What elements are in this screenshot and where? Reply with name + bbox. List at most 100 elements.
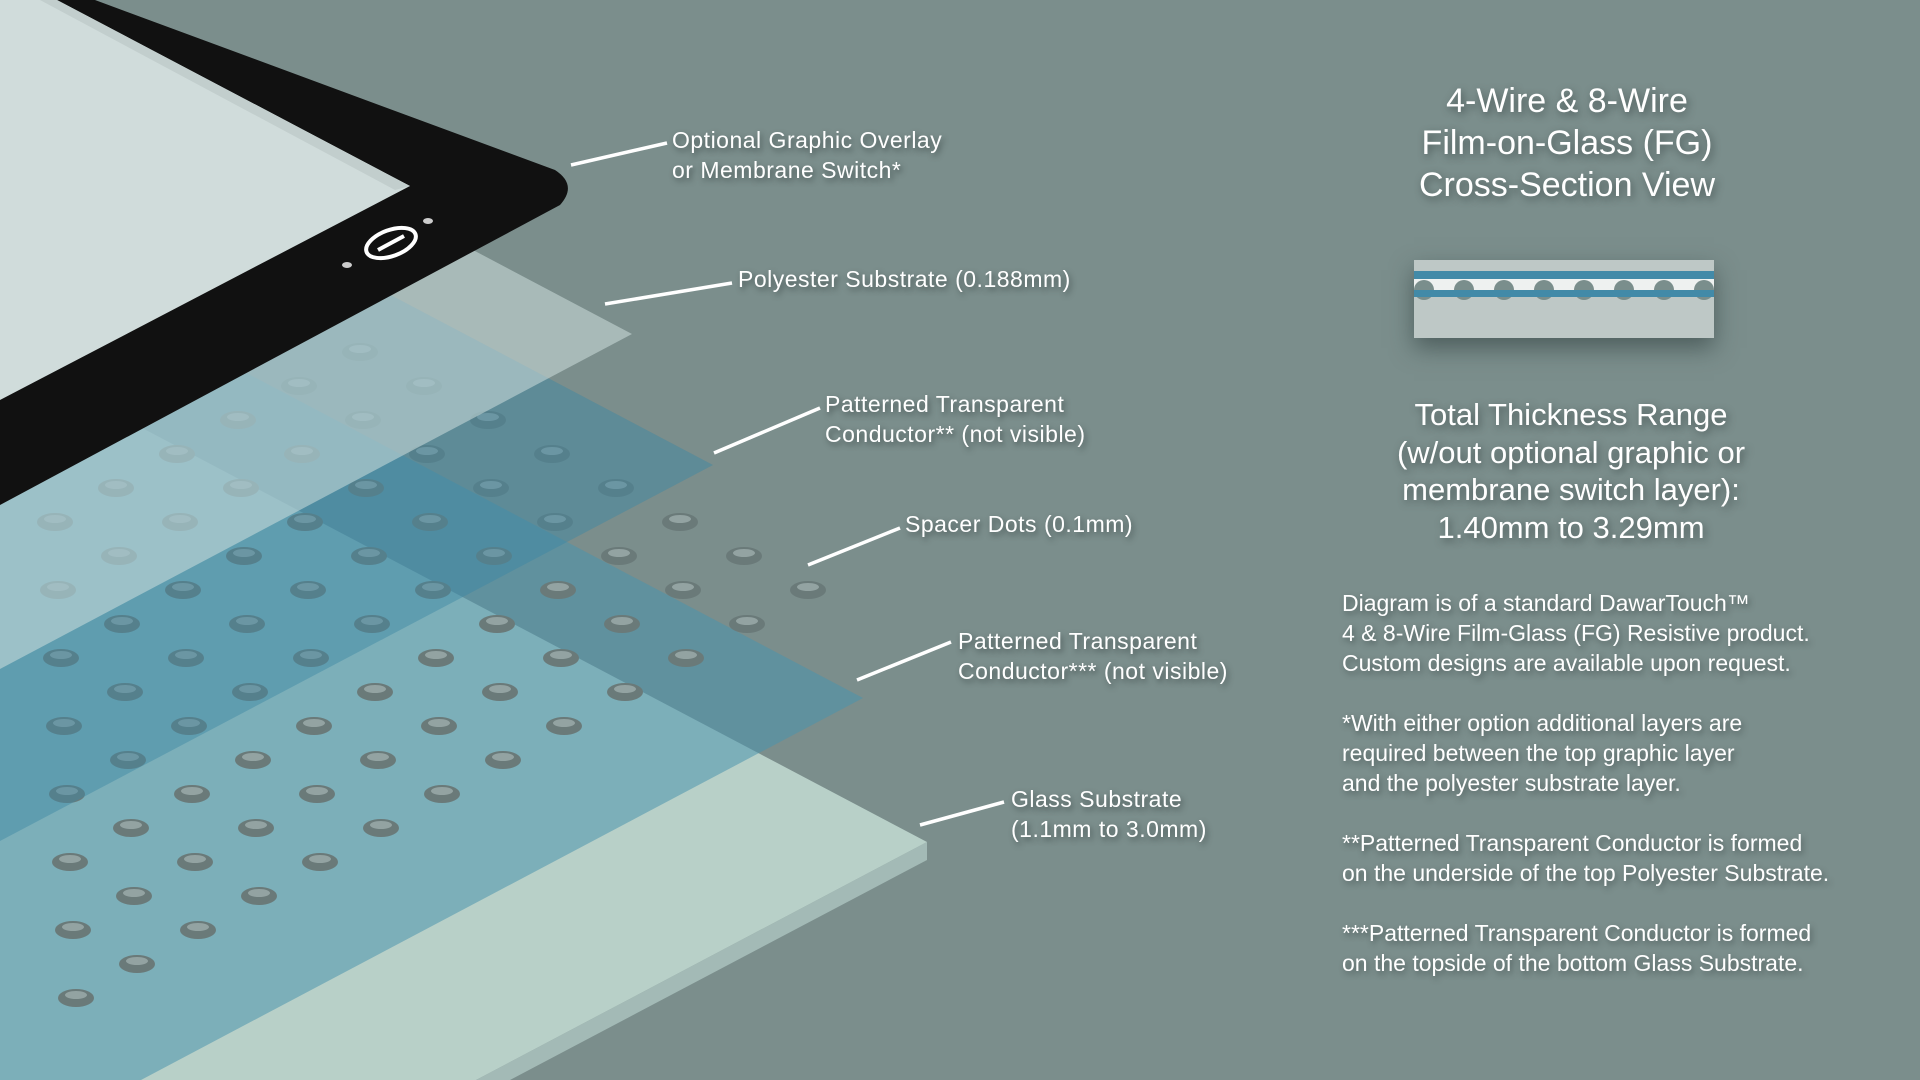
title-line: 4-Wire & 8-Wire xyxy=(1446,82,1688,120)
panel-title: 4-Wire & 8-Wire Film-on-Glass (FG) Cross… xyxy=(1367,80,1767,206)
label-line: Patterned Transparent xyxy=(958,628,1198,654)
spacer-dot-highlight xyxy=(181,787,203,795)
spacer-dot-highlight xyxy=(300,651,322,659)
label-graphic-overlay: Optional Graphic Overlay or Membrane Swi… xyxy=(672,125,942,185)
leader-line xyxy=(856,640,952,682)
cross-section-svg xyxy=(1414,260,1714,338)
leader-line xyxy=(807,526,901,567)
spacer-dot-highlight xyxy=(541,447,563,455)
spacer-dot-highlight xyxy=(431,787,453,795)
spacer-dot-highlight xyxy=(120,821,142,829)
leader-line xyxy=(713,406,821,455)
note-line: **Patterned Transparent Conductor is for… xyxy=(1342,830,1803,856)
spacer-dot-highlight xyxy=(123,889,145,897)
note-single-asterisk: *With either option additional layers ar… xyxy=(1342,708,1902,798)
spacer-dot-highlight xyxy=(367,753,389,761)
label-polyester-substrate: Polyester Substrate (0.188mm) xyxy=(738,266,1071,292)
leader-line xyxy=(604,281,733,306)
spacer-dot-highlight xyxy=(303,719,325,727)
power-button-icon xyxy=(364,225,418,261)
spacer-dot-highlight xyxy=(187,923,209,931)
label-line: Patterned Transparent xyxy=(825,391,1065,417)
spacer-dot-highlight xyxy=(358,549,380,557)
note-line: on the topside of the bottom Glass Subst… xyxy=(1342,950,1804,976)
spacer-dot-highlight xyxy=(425,651,447,659)
spacer-dot-highlight xyxy=(126,957,148,965)
label-spacer-dots: Spacer Dots (0.1mm) xyxy=(905,511,1134,537)
spacer-dot-highlight xyxy=(236,617,258,625)
spacer-dot-highlight xyxy=(419,515,441,523)
note-line: and the polyester substrate layer. xyxy=(1342,770,1681,796)
thickness-line: 1.40mm to 3.29mm xyxy=(1437,509,1705,545)
spacer-dot-highlight xyxy=(248,889,270,897)
title-line: Cross-Section View xyxy=(1418,166,1716,204)
spacer-dot-highlight xyxy=(242,753,264,761)
label-line: Conductor** (not visible) xyxy=(825,421,1086,447)
thickness-line: (w/out optional graphic or xyxy=(1396,434,1746,470)
label-line: or Membrane Switch* xyxy=(672,157,902,183)
label-line: (1.1mm to 3.0mm) xyxy=(1011,816,1207,842)
spacer-dot-highlight xyxy=(483,549,505,557)
spacer-dot-highlight xyxy=(245,821,267,829)
note-line: Diagram is of a standard DawarTouch™ xyxy=(1342,590,1750,616)
spacer-dot-highlight xyxy=(294,515,316,523)
spacer-dot-highlight xyxy=(62,923,84,931)
title-line: Film-on-Glass (FG) xyxy=(1421,124,1713,162)
note-line: *With either option additional layers ar… xyxy=(1342,710,1743,736)
label-bottom-conductor: Patterned Transparent Conductor*** (not … xyxy=(958,626,1228,686)
spacer-dot-highlight xyxy=(175,651,197,659)
spacer-dot-highlight xyxy=(736,617,758,625)
note-description: Diagram is of a standard DawarTouch™ 4 &… xyxy=(1342,588,1902,678)
spacer-dot-highlight xyxy=(550,651,572,659)
note-line: required between the top graphic layer xyxy=(1342,740,1735,766)
spacer-dot-highlight xyxy=(233,549,255,557)
note-double-asterisk: **Patterned Transparent Conductor is for… xyxy=(1342,828,1902,888)
spacer-dot-highlight xyxy=(239,685,261,693)
note-line: ***Patterned Transparent Conductor is fo… xyxy=(1342,920,1812,946)
label-line: Conductor*** (not visible) xyxy=(958,658,1228,684)
spacer-dot-highlight xyxy=(117,753,139,761)
spacer-dot-highlight xyxy=(480,481,502,489)
spacer-dot-highlight xyxy=(297,583,319,591)
spacer-dot-highlight xyxy=(553,719,575,727)
note-line: 4 & 8-Wire Film-Glass (FG) Resistive pro… xyxy=(1342,620,1810,646)
cross-section-graphic xyxy=(1414,260,1714,338)
label-glass-substrate: Glass Substrate (1.1mm to 3.0mm) xyxy=(1011,784,1207,844)
spacer-dot-highlight xyxy=(59,855,81,863)
spacer-dot-highlight xyxy=(111,617,133,625)
spacer-dot-highlight xyxy=(669,515,691,523)
spacer-dot-highlight xyxy=(65,991,87,999)
overlay-screen-shade xyxy=(40,0,410,190)
leader-line xyxy=(570,141,668,167)
spacer-dot-highlight xyxy=(306,787,328,795)
spacer-dot-highlight xyxy=(544,515,566,523)
spacer-dot-highlight xyxy=(53,719,75,727)
label-top-conductor: Patterned Transparent Conductor** (not v… xyxy=(825,389,1086,449)
thickness-range: Total Thickness Range (w/out optional gr… xyxy=(1331,396,1811,546)
spacer-dot-highlight xyxy=(114,685,136,693)
indicator-dot xyxy=(342,262,352,268)
spacer-dot-highlight xyxy=(172,583,194,591)
spacer-dot-highlight xyxy=(428,719,450,727)
spacer-dot-highlight xyxy=(477,413,499,421)
leader-lines xyxy=(570,141,1005,827)
note-line: Custom designs are available upon reques… xyxy=(1342,650,1791,676)
spacer-dot-highlight xyxy=(797,583,819,591)
spacer-dot-highlight xyxy=(355,481,377,489)
spacer-dot-highlight xyxy=(608,549,630,557)
note-triple-asterisk: ***Patterned Transparent Conductor is fo… xyxy=(1342,918,1902,978)
notes: Diagram is of a standard DawarTouch™ 4 &… xyxy=(1342,588,1902,978)
spacer-dot-highlight xyxy=(56,787,78,795)
spacer-dot-highlight xyxy=(675,651,697,659)
spacer-dot-highlight xyxy=(364,685,386,693)
spacer-dot-highlight xyxy=(733,549,755,557)
spacer-dot-highlight xyxy=(547,583,569,591)
thickness-line: membrane switch layer): xyxy=(1402,472,1740,507)
spacer-dot-highlight xyxy=(178,719,200,727)
spacer-dot-highlight xyxy=(309,855,331,863)
spacer-dot-highlight xyxy=(672,583,694,591)
label-line: Glass Substrate xyxy=(1011,786,1183,812)
spacer-dot-highlight xyxy=(422,583,444,591)
spacer-dot-highlight xyxy=(184,855,206,863)
